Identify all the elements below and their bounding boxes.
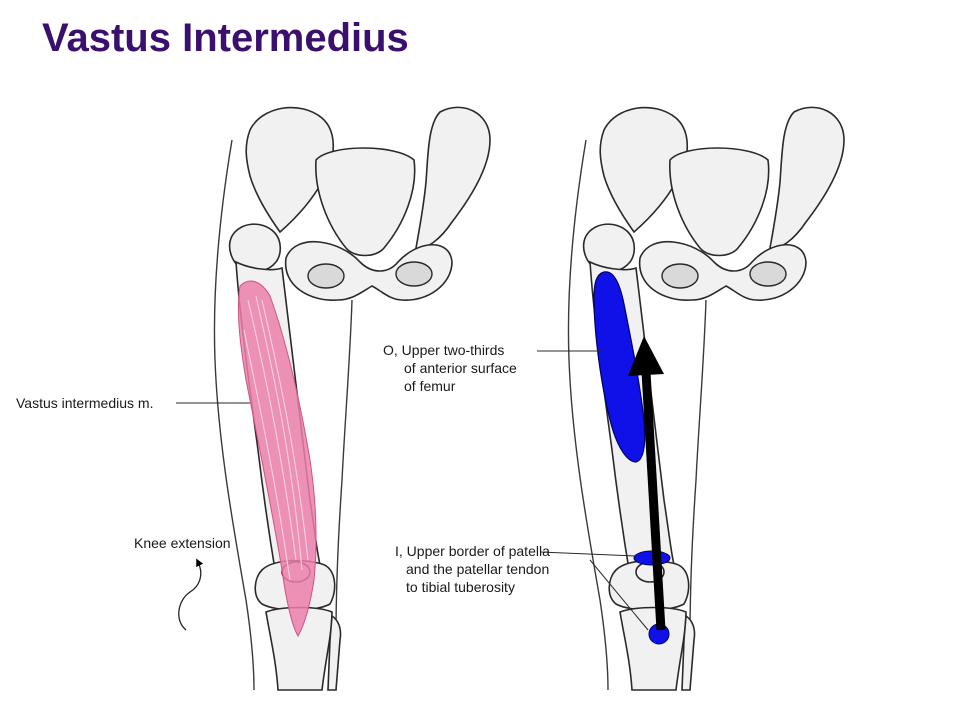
left-sacrum [315,147,416,257]
left-vastus-intermedius-muscle [237,280,317,637]
right-obturator-1 [661,263,699,289]
left-thigh-inner-outline [335,299,353,691]
left-muscle-fibers [243,295,309,581]
left-obturator-1 [307,263,345,289]
right-thigh-inner-outline [689,299,707,691]
right-ilium-left [769,106,845,249]
line-of-pull-shaft [641,371,666,631]
insertion-label-line-2: and the patellar tendon [406,561,549,577]
right-sacrum [669,147,770,257]
right-obturator-2 [749,261,787,287]
slide-title: Vastus Intermedius [42,16,409,60]
origin-label-line-1: O, Upper two-thirds [383,342,504,358]
right-fibula [681,614,696,691]
insertion-marker-patella [633,550,671,566]
right-figure [537,106,845,691]
right-tibia [619,606,687,691]
origin-label: O, Upper two-thirds of anterior surface … [383,342,517,394]
knee-extension-label: Knee extension [134,535,231,551]
right-ilium-right [599,106,688,234]
insertion-leader-line-1 [539,551,637,557]
left-ilium-right [245,106,334,234]
left-pelvis [245,106,491,301]
knee-extension-arrow [178,558,204,631]
muscle-label: Vastus intermedius m. [16,395,153,411]
right-thigh-outline [567,139,609,691]
left-thigh-outline [213,139,255,691]
origin-label-line-3: of femur [404,378,456,394]
insertion-label: I, Upper border of patella and the patel… [395,543,550,595]
left-ilium-left [415,106,491,249]
insertion-label-line-3: to tibial tuberosity [406,579,515,595]
insertion-label-line-1: I, Upper border of patella [395,543,550,559]
left-fibula [327,614,342,691]
right-pelvis [599,106,845,301]
left-figure [176,106,491,691]
origin-label-line-2: of anterior surface [404,360,517,376]
origin-marker [593,271,646,463]
left-obturator-2 [395,261,433,287]
line-of-pull-arrowhead [628,336,664,376]
insertion-leader-line-2 [589,559,649,631]
